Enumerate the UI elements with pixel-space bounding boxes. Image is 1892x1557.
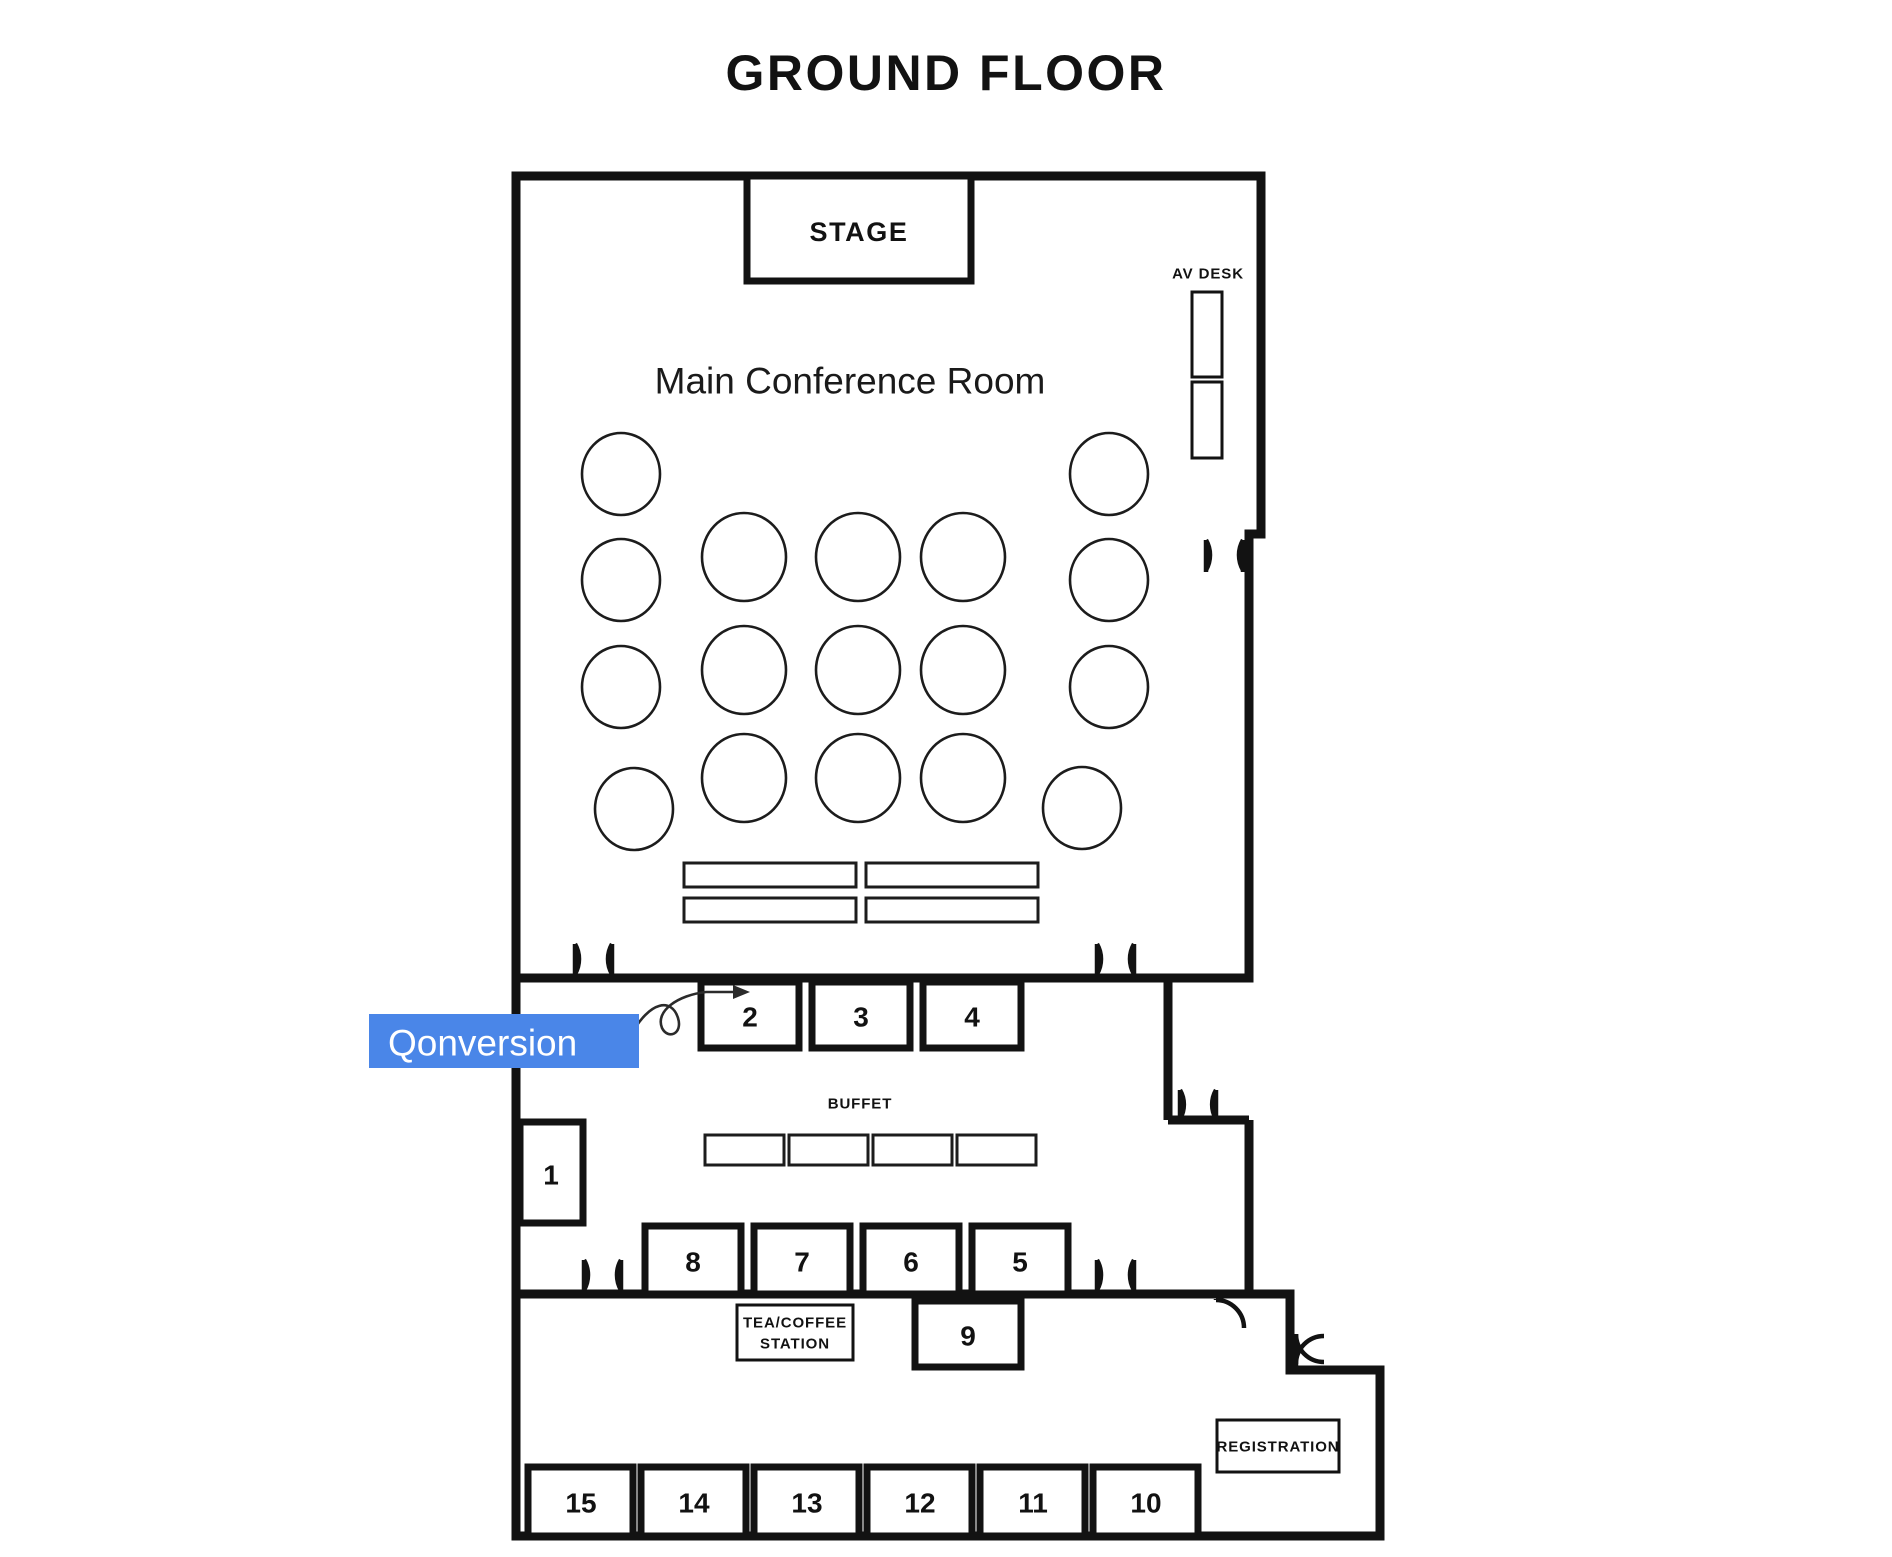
door-icon-upper-right bbox=[1203, 538, 1246, 572]
booth-number: 11 bbox=[1018, 1488, 1048, 1519]
main-conference-room-label: Main Conference Room bbox=[655, 361, 1046, 402]
stage-box[interactable] bbox=[743, 172, 975, 285]
qonversion-highlight-box[interactable] bbox=[369, 1014, 639, 1068]
av-desk[interactable]: AV DESK bbox=[1172, 266, 1244, 460]
booth-number: 1 bbox=[543, 1160, 559, 1191]
booth-number: 14 bbox=[678, 1488, 710, 1519]
buffet-table[interactable] bbox=[955, 1133, 1038, 1167]
round-table[interactable] bbox=[700, 511, 788, 603]
door-icon-registration-entrance bbox=[1293, 1333, 1325, 1366]
door-icon-middle-left bbox=[581, 1258, 624, 1292]
rect-table[interactable] bbox=[864, 896, 1040, 924]
buffet-table[interactable] bbox=[787, 1133, 870, 1167]
booth-4[interactable]: 4 bbox=[919, 978, 1025, 1052]
round-tables-group bbox=[580, 431, 1150, 852]
booth-1[interactable]: 1 bbox=[516, 1118, 587, 1227]
booth-row-top: 2 3 4 bbox=[697, 978, 1025, 1052]
buffet: BUFFET bbox=[703, 1096, 1038, 1167]
round-table[interactable] bbox=[814, 732, 902, 824]
tea-coffee-label-line2: STATION bbox=[760, 1336, 830, 1353]
registration-box[interactable] bbox=[1215, 1418, 1341, 1474]
round-table[interactable] bbox=[1068, 644, 1150, 730]
booth-6[interactable]: 6 bbox=[859, 1222, 963, 1298]
rect-table[interactable] bbox=[682, 861, 858, 889]
registration-label: REGISTRATION bbox=[1216, 1439, 1339, 1456]
booth-10[interactable]: 10 bbox=[1089, 1463, 1202, 1540]
booth-number: 6 bbox=[903, 1247, 919, 1278]
round-table[interactable] bbox=[1041, 765, 1123, 851]
door-icon-conference-south-left bbox=[572, 942, 615, 976]
rect-table[interactable] bbox=[682, 896, 858, 924]
round-table[interactable] bbox=[580, 431, 662, 517]
stage[interactable]: STAGE bbox=[743, 172, 975, 285]
door-icon-middle-right-lower bbox=[1094, 1258, 1137, 1292]
rect-table[interactable] bbox=[864, 861, 1040, 889]
callout-arrow-path bbox=[629, 990, 733, 1036]
round-table[interactable] bbox=[700, 732, 788, 824]
booth-14[interactable]: 14 bbox=[637, 1463, 750, 1540]
booth-3[interactable]: 3 bbox=[808, 978, 914, 1052]
round-table[interactable] bbox=[1068, 431, 1150, 517]
round-table[interactable] bbox=[593, 766, 675, 852]
round-table[interactable] bbox=[580, 644, 662, 730]
callout-arrow-head bbox=[733, 985, 750, 999]
booth-number: 3 bbox=[853, 1002, 869, 1033]
tea-coffee-box[interactable] bbox=[735, 1303, 855, 1362]
booth-number: 12 bbox=[904, 1488, 935, 1519]
booth-15[interactable]: 15 bbox=[524, 1463, 637, 1540]
av-desk-unit-2[interactable] bbox=[1190, 380, 1224, 460]
tea-coffee-station[interactable]: TEA/COFFEE STATION bbox=[735, 1303, 855, 1362]
round-table[interactable] bbox=[919, 624, 1007, 716]
booth-number: 4 bbox=[964, 1002, 980, 1033]
booth-13[interactable]: 13 bbox=[750, 1463, 863, 1540]
round-table[interactable] bbox=[814, 624, 902, 716]
door-icons-group bbox=[572, 538, 1325, 1366]
round-table[interactable] bbox=[700, 624, 788, 716]
door-icon-middle-right bbox=[1177, 1088, 1219, 1121]
booth-number: 2 bbox=[742, 1002, 758, 1033]
tea-coffee-label-line1: TEA/COFFEE bbox=[743, 1315, 847, 1332]
booth-12[interactable]: 12 bbox=[863, 1463, 976, 1540]
booth-number: 9 bbox=[960, 1321, 976, 1352]
door-icon-conference-south-right bbox=[1094, 942, 1137, 976]
qonversion-label: Qonversion bbox=[388, 1023, 577, 1064]
round-table[interactable] bbox=[814, 511, 902, 603]
round-table[interactable] bbox=[919, 732, 1007, 824]
booth-number: 15 bbox=[565, 1488, 596, 1519]
booth-number: 7 bbox=[794, 1247, 810, 1278]
booth-number: 8 bbox=[685, 1247, 701, 1278]
booth-number: 5 bbox=[1012, 1247, 1028, 1278]
round-table[interactable] bbox=[919, 511, 1007, 603]
round-table[interactable] bbox=[580, 537, 662, 623]
av-desk-label: AV DESK bbox=[1172, 266, 1244, 283]
booth-row-bottom: 15 14 13 12 11 10 bbox=[524, 1463, 1202, 1540]
door-icon-lower-hall-top bbox=[1213, 1297, 1247, 1329]
registration-desk[interactable]: REGISTRATION bbox=[1215, 1418, 1341, 1474]
round-table[interactable] bbox=[1068, 537, 1150, 623]
booth-row-middle: 8 7 6 5 bbox=[641, 1222, 1072, 1298]
booth-5[interactable]: 5 bbox=[968, 1222, 1072, 1298]
buffet-table[interactable] bbox=[703, 1133, 786, 1167]
buffet-table[interactable] bbox=[871, 1133, 954, 1167]
page-title: GROUND FLOOR bbox=[725, 45, 1167, 101]
booth-11[interactable]: 11 bbox=[976, 1463, 1089, 1540]
booth-number: 13 bbox=[791, 1488, 822, 1519]
booth-9[interactable]: 9 bbox=[911, 1297, 1025, 1371]
stage-label: STAGE bbox=[809, 217, 908, 247]
booth-number: 10 bbox=[1130, 1488, 1161, 1519]
buffet-label: BUFFET bbox=[828, 1096, 893, 1113]
av-desk-unit-1[interactable] bbox=[1190, 290, 1224, 379]
qonversion-callout[interactable]: Qonversion bbox=[369, 985, 750, 1068]
booth-7[interactable]: 7 bbox=[750, 1222, 854, 1298]
booth-8[interactable]: 8 bbox=[641, 1222, 745, 1298]
conference-rect-tables-group bbox=[682, 861, 1040, 924]
